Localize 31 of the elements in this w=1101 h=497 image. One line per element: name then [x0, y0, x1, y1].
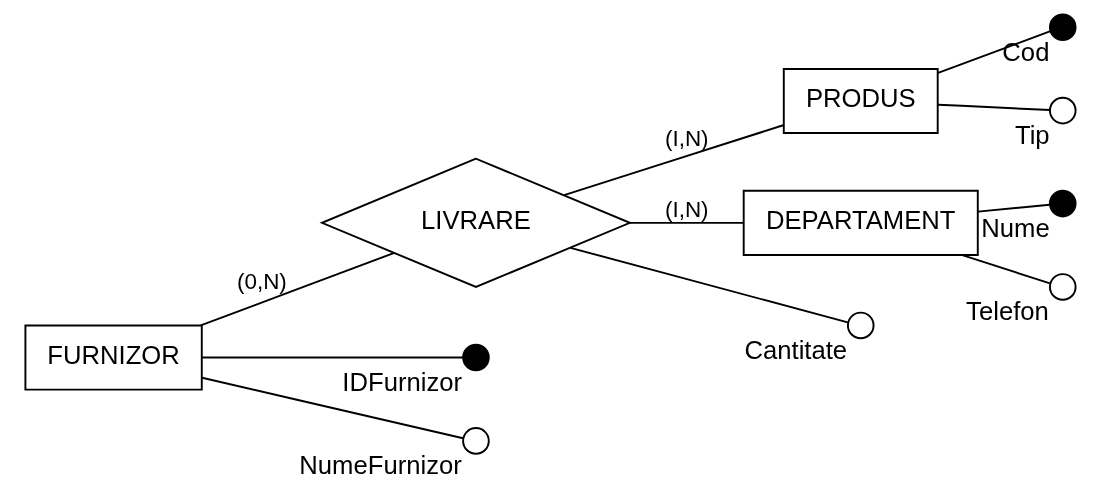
node-label: Telefon — [966, 297, 1049, 326]
connector — [961, 254, 1051, 285]
node-label: Cantitate — [744, 335, 848, 364]
connector — [937, 103, 1051, 112]
node-dot — [1048, 13, 1077, 42]
edge-label: (I,N) — [664, 126, 709, 152]
node-box: FURNIZOR — [24, 324, 203, 391]
connector — [563, 124, 785, 197]
node-label: NumeFurnizor — [299, 451, 462, 480]
node-box: DEPARTAMENT — [742, 189, 979, 256]
node-diamond: LIVRARE — [319, 157, 633, 288]
node-label: Cod — [1002, 37, 1050, 66]
node-dot — [462, 343, 490, 372]
connector — [977, 203, 1051, 213]
node-circle — [1048, 273, 1077, 301]
connector — [629, 221, 745, 224]
node-label: IDFurnizor — [342, 367, 463, 396]
edge-label: (I,N) — [664, 196, 709, 222]
node-circle — [1048, 96, 1077, 125]
node-dot — [1048, 189, 1077, 218]
connector — [201, 356, 464, 359]
edge-label: (0,N) — [236, 268, 287, 294]
node-label: Nume — [981, 213, 1050, 242]
node-label: Tip — [1014, 120, 1050, 149]
connector — [937, 30, 1052, 74]
node-box: PRODUS — [782, 67, 939, 134]
node-circle — [462, 427, 490, 455]
connector — [199, 252, 395, 327]
connector — [569, 246, 849, 324]
node-circle — [846, 311, 875, 340]
connector — [201, 376, 464, 440]
